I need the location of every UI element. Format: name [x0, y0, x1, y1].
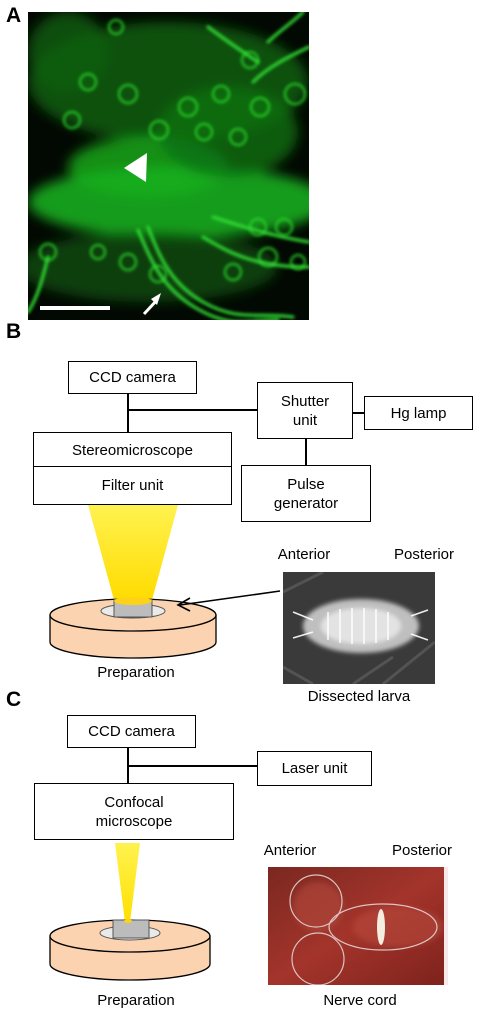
- filter-unit-box: Filter unit: [33, 466, 232, 505]
- shutter-unit-label: Shutter unit: [280, 392, 330, 429]
- pulse-generator-label: Pulse generator: [273, 475, 339, 512]
- confocal-microscope-box: Confocal microscope: [34, 783, 234, 840]
- anterior-label-b: Anterior: [277, 546, 331, 563]
- light-beam: [88, 505, 178, 600]
- pulse-generator-box: Pulse generator: [241, 465, 371, 522]
- panel-b-label: B: [6, 320, 22, 343]
- connector-camera-laser: [127, 765, 258, 767]
- anterior-label-c: Anterior: [263, 842, 317, 859]
- preparation-caption-c: Preparation: [97, 992, 175, 1009]
- confocal-microscope-label: Confocal microscope: [95, 793, 173, 830]
- dissected-larva-caption: Dissected larva: [307, 688, 411, 705]
- arrowhead-marker: [124, 153, 147, 182]
- laser-and-preparation: [40, 840, 240, 990]
- nerve-cord-caption: Nerve cord: [323, 992, 397, 1009]
- connector-shutter-pulse: [305, 438, 307, 465]
- laser-unit-label: Laser unit: [281, 760, 348, 777]
- preparation-caption-b: Preparation: [97, 664, 175, 681]
- laser-beam: [115, 843, 140, 922]
- ccd-camera-label-c: CCD camera: [88, 723, 175, 740]
- illumination-and-preparation: [40, 505, 290, 660]
- ccd-camera-box-c: CCD camera: [67, 715, 196, 748]
- ccd-camera-box: CCD camera: [68, 361, 197, 394]
- dissected-larva-image: [282, 570, 436, 686]
- connector-camera-scope: [127, 392, 129, 432]
- shutter-unit-box: Shutter unit: [257, 382, 353, 439]
- hg-lamp-box: Hg lamp: [364, 396, 473, 430]
- posterior-label-b: Posterior: [393, 546, 455, 563]
- hg-lamp-label: Hg lamp: [390, 404, 447, 422]
- stereomicroscope-box: Stereomicroscope: [33, 432, 232, 468]
- panel-a-label: A: [6, 4, 22, 27]
- connector-camera-shutter: [127, 409, 257, 411]
- posterior-label-c: Posterior: [391, 842, 453, 859]
- confocal-fluorescence-image: [18, 10, 328, 324]
- connector-shutter-lamp: [353, 412, 365, 414]
- ccd-camera-label: CCD camera: [89, 369, 176, 386]
- filter-unit-label: Filter unit: [101, 477, 164, 494]
- stereomicroscope-label: Stereomicroscope: [72, 441, 193, 459]
- nerve-cord-image: [268, 867, 448, 986]
- laser-unit-box: Laser unit: [257, 751, 372, 786]
- panel-c-label: C: [6, 688, 22, 711]
